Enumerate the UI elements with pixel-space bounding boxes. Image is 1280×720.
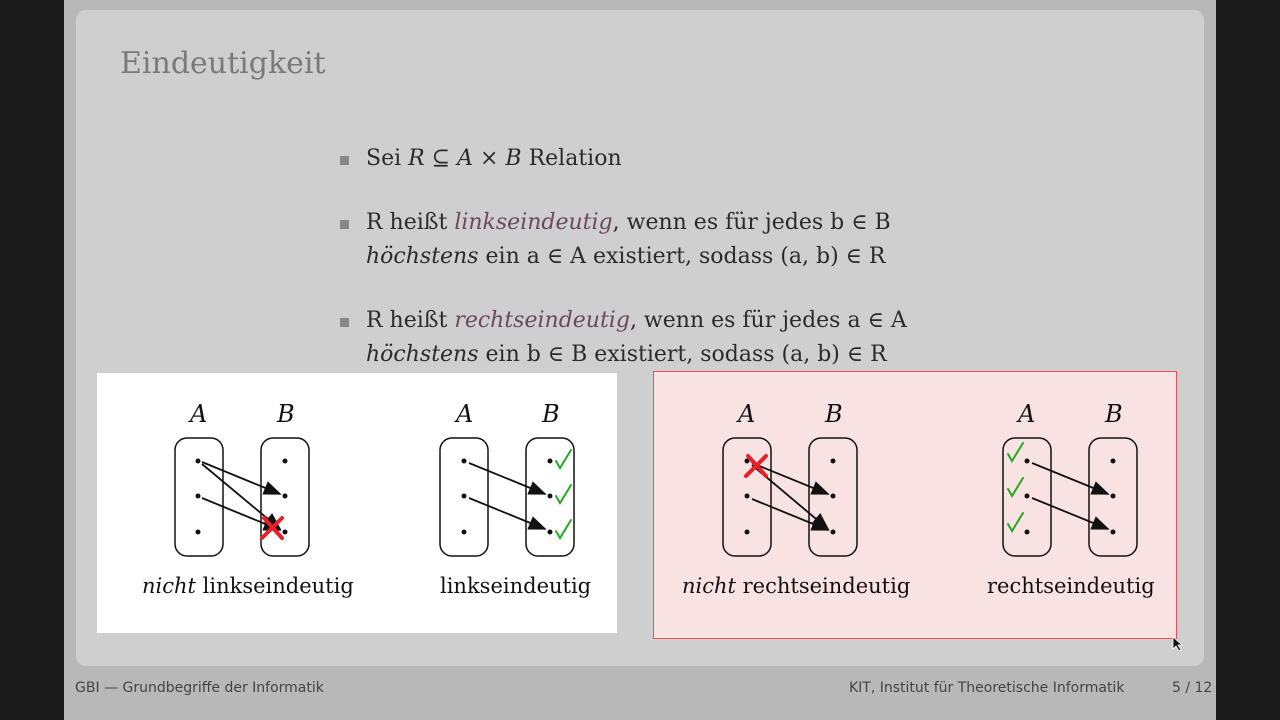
term-linkseindeutig: linkseindeutig: [454, 210, 613, 235]
relation-graph: [174, 437, 310, 557]
diagram-nicht-linkseindeutig: A B nicht linkseindeutig: [140, 398, 354, 618]
set-a-oval: [1002, 437, 1052, 557]
bullet-list: Sei R ⊆ A × B Relation R heißt linkseind…: [338, 142, 958, 402]
relation-graph: [439, 437, 575, 557]
cross-icon: [260, 516, 284, 540]
caption-nicht-linkseindeutig: nicht linkseindeutig: [142, 574, 354, 598]
set-label-b: B: [1105, 400, 1123, 428]
set-b-oval: [808, 437, 858, 557]
bullet-square-icon: [340, 318, 349, 327]
set-label-a: A: [456, 400, 474, 428]
set-label-a: A: [738, 400, 756, 428]
check-icon: [555, 449, 572, 540]
diagram-nicht-rechtseindeutig: A B nicht rechtseindeutig: [682, 398, 910, 618]
slide-stage: Eindeutigkeit Sei R ⊆ A × B Relation R h…: [64, 0, 1216, 720]
slide-title: Eindeutigkeit: [120, 46, 326, 81]
diagram-linkseindeutig: A B linkseindeutig: [405, 398, 605, 618]
term-rechtseindeutig: rechtseindeutig: [454, 308, 630, 333]
footer-center: KIT, Institut für Theoretische Informati…: [849, 680, 1125, 696]
caption-nicht-rechtseindeutig: nicht rechtseindeutig: [682, 574, 911, 598]
bullet-square-icon: [340, 156, 349, 165]
set-a-oval: [439, 437, 489, 557]
set-b-oval: [260, 437, 310, 557]
footer-left: GBI — Grundbegriffe der Informatik: [75, 680, 324, 696]
bullet-square-icon: [340, 220, 349, 229]
set-b-oval: [1088, 437, 1138, 557]
relation-graph: [1002, 437, 1138, 557]
bullet-rechtseindeutig: R heißt rechtseindeutig, wenn es für jed…: [338, 304, 958, 372]
set-b-oval: [525, 437, 575, 557]
set-a-oval: [174, 437, 224, 557]
relation-graph: [722, 437, 858, 557]
cross-icon: [744, 454, 768, 478]
set-label-a: A: [1018, 400, 1036, 428]
check-icon: [1007, 442, 1024, 533]
set-label-b: B: [277, 400, 295, 428]
set-label-b: B: [825, 400, 843, 428]
diagram-rechtseindeutig: A B rechtseindeutig: [968, 398, 1168, 618]
set-a-oval: [722, 437, 772, 557]
bullet-linkseindeutig: R heißt linkseindeutig, wenn es für jede…: [338, 206, 958, 274]
caption-rechtseindeutig: rechtseindeutig: [987, 574, 1155, 598]
example-panel-links: [97, 373, 617, 633]
set-label-b: B: [542, 400, 560, 428]
set-label-a: A: [190, 400, 208, 428]
mouse-cursor-icon: [1172, 636, 1184, 652]
bullet-relation: Sei R ⊆ A × B Relation: [338, 142, 958, 176]
caption-linkseindeutig: linkseindeutig: [440, 574, 592, 598]
footer-page-number: 5 / 12: [1172, 680, 1213, 696]
